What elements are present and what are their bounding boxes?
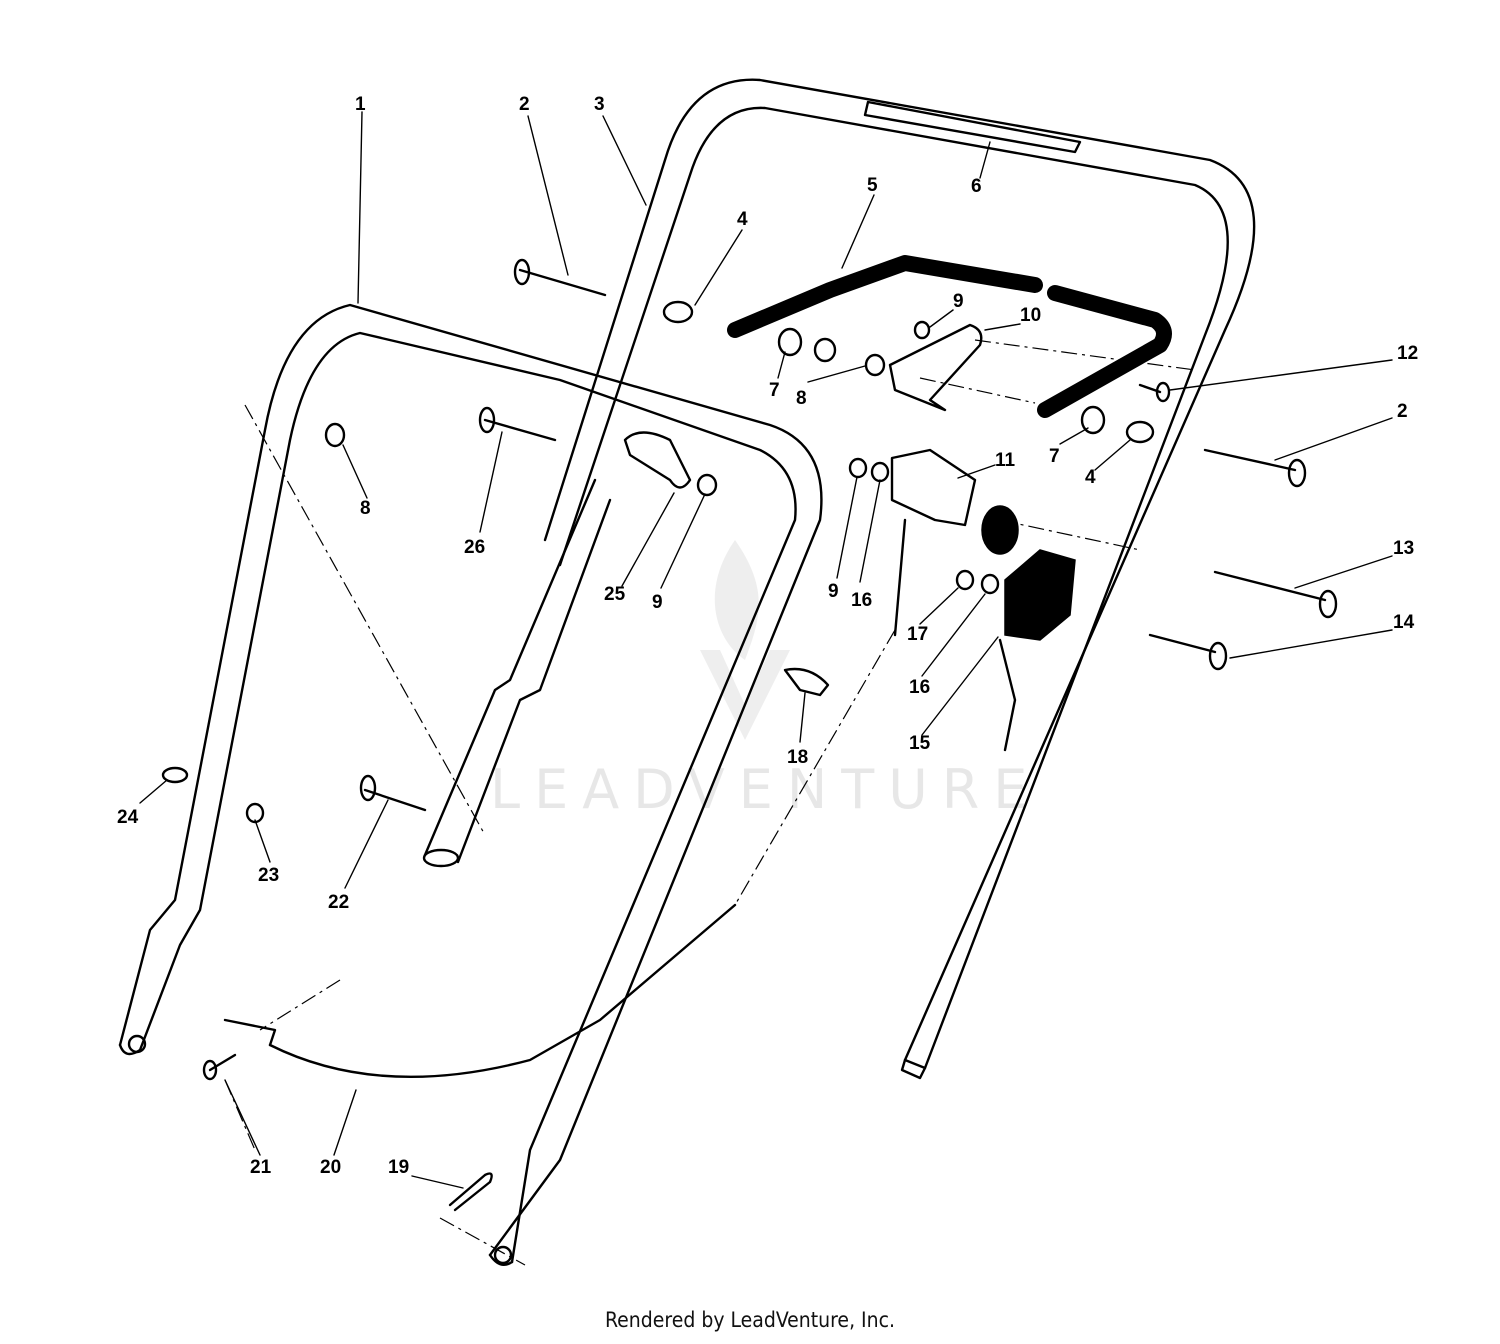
control-bail [727, 255, 1172, 418]
callout-9b: 9 [652, 592, 663, 613]
callout-15: 15 [909, 733, 931, 754]
callout-14: 14 [1393, 612, 1415, 633]
callout-9c: 9 [828, 581, 839, 602]
callout-8: 8 [796, 388, 807, 409]
callout-17: 17 [907, 624, 928, 645]
callout-2: 2 [519, 94, 530, 115]
callout-24: 24 [117, 807, 139, 828]
upper-handle [543, 78, 1256, 1080]
callout-5: 5 [867, 175, 878, 196]
callout-1: 1 [355, 94, 366, 115]
callout-9: 9 [953, 291, 964, 312]
callouts: 1 2 3 4 5 6 9 10 12 7 8 2 7 4 11 8 26 25… [117, 94, 1418, 1178]
callout-16: 16 [851, 590, 872, 611]
callout-23: 23 [258, 865, 279, 886]
hardware [161, 258, 1338, 1266]
callout-19: 19 [388, 1157, 409, 1178]
footer-credit: Rendered by LeadVenture, Inc. [605, 1308, 895, 1332]
callout-4b: 4 [1085, 467, 1096, 488]
callout-13: 13 [1393, 538, 1414, 559]
callout-3: 3 [594, 94, 605, 115]
callout-20: 20 [320, 1157, 341, 1178]
callout-16b: 16 [909, 677, 930, 698]
callout-7: 7 [769, 380, 780, 401]
callout-11: 11 [995, 450, 1016, 471]
leader-lines [139, 111, 1393, 1189]
callout-8b: 8 [360, 498, 371, 519]
callout-7b: 7 [1049, 446, 1060, 467]
callout-4: 4 [737, 209, 748, 230]
callout-21: 21 [250, 1157, 272, 1178]
callout-18: 18 [787, 747, 808, 768]
callout-6: 6 [971, 176, 982, 197]
callout-12: 12 [1397, 343, 1418, 364]
watermark: LEADVENTURE [490, 540, 1041, 821]
callout-22: 22 [328, 892, 349, 913]
callout-25: 25 [604, 584, 626, 605]
callout-26: 26 [464, 537, 485, 558]
callout-10: 10 [1020, 305, 1041, 326]
lower-handle [118, 303, 823, 1266]
callout-2b: 2 [1397, 401, 1408, 422]
center-tube [422, 478, 612, 868]
watermark-text: LEADVENTURE [490, 758, 1041, 821]
